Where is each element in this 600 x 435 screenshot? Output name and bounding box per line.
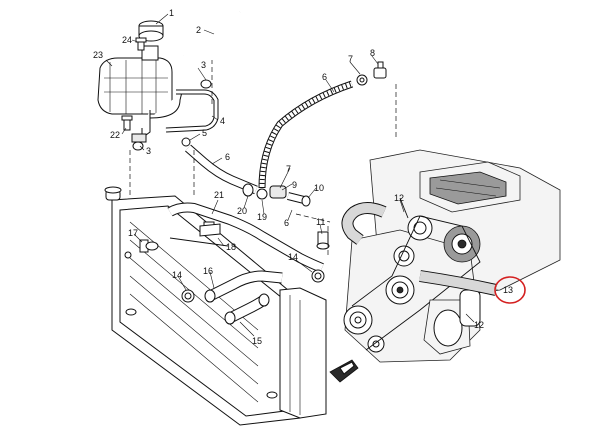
bracket-18 bbox=[169, 237, 229, 247]
callout-6-upper: 6 bbox=[322, 72, 327, 82]
surge-tank-outlet-hose bbox=[165, 89, 219, 133]
callout-22: 22 bbox=[110, 130, 120, 140]
callout-labels: 1 24 23 2 3 4 22 5 3 6 6 7 8 21 20 19 7 … bbox=[93, 8, 484, 346]
mounting-bolt-24 bbox=[135, 37, 147, 51]
callout-14-right: 14 bbox=[288, 252, 298, 262]
callout-23: 23 bbox=[93, 50, 103, 60]
callout-13-highlighted: 13 bbox=[494, 276, 526, 304]
lower-radiator-hose-15 bbox=[224, 293, 270, 325]
hose-clamp-14-left bbox=[181, 289, 195, 303]
callout-17: 17 bbox=[128, 228, 138, 238]
callout-1: 1 bbox=[169, 8, 174, 18]
callout-20: 20 bbox=[237, 206, 247, 216]
upper-radiator-hose bbox=[167, 202, 324, 273]
highlight-circle bbox=[494, 276, 526, 304]
front-direction-arrow bbox=[329, 359, 359, 383]
hose-clamp-20 bbox=[242, 183, 254, 197]
callout-2: 2 bbox=[196, 25, 201, 35]
callout-14-left: 14 bbox=[172, 270, 182, 280]
hose-clamp-3-lower bbox=[132, 141, 144, 151]
mounting-bolt-22 bbox=[121, 115, 133, 131]
drain-fitting-17 bbox=[139, 239, 159, 253]
callout-16: 16 bbox=[203, 266, 213, 276]
callout-12-lower: 12 bbox=[474, 320, 484, 330]
callout-4: 4 bbox=[220, 116, 225, 126]
hose-fitting-11 bbox=[316, 231, 330, 250]
callout-24: 24 bbox=[122, 35, 132, 45]
callout-6-short: 6 bbox=[284, 218, 289, 228]
heater-hose-corrugated bbox=[258, 80, 354, 189]
hose-fitting-7 bbox=[356, 74, 368, 86]
reference-lines bbox=[129, 60, 397, 258]
engine-assembly bbox=[343, 149, 561, 363]
leader-lines bbox=[105, 13, 498, 337]
callout-3-lower: 3 bbox=[146, 146, 151, 156]
radiator bbox=[104, 186, 327, 426]
callout-13: 13 bbox=[503, 285, 513, 295]
bleeder-valve-8 bbox=[373, 61, 387, 79]
radiator-hose-engine-13 bbox=[419, 270, 498, 296]
callout-5: 5 bbox=[202, 128, 207, 138]
callout-15: 15 bbox=[252, 336, 262, 346]
callout-8: 8 bbox=[370, 48, 375, 58]
callout-11: 11 bbox=[316, 217, 325, 227]
callout-7-b: 7 bbox=[286, 164, 291, 174]
lower-radiator-hose-16 bbox=[204, 270, 283, 303]
callout-6-middle: 6 bbox=[225, 152, 230, 162]
overflow-hose bbox=[181, 11, 243, 57]
hose-clamp-3-upper bbox=[200, 79, 212, 89]
radiator-hose-upper-engine-12 bbox=[341, 197, 409, 245]
heater-hose-lower bbox=[185, 144, 258, 195]
callout-9: 9 bbox=[292, 180, 297, 190]
callout-19: 19 bbox=[257, 212, 267, 222]
hose-coupler-9 bbox=[269, 185, 287, 199]
hose-clamp-5 bbox=[181, 137, 191, 147]
callout-12-upper: 12 bbox=[394, 193, 404, 203]
hose-clamp-19 bbox=[256, 188, 268, 200]
callout-18: 18 bbox=[226, 242, 236, 252]
hose-clamp-14-right bbox=[311, 269, 325, 283]
callout-3-upper: 3 bbox=[201, 60, 206, 70]
callout-7: 7 bbox=[348, 54, 353, 64]
callout-21: 21 bbox=[214, 190, 224, 200]
heater-hose-short bbox=[287, 192, 311, 207]
coolant-surge-tank bbox=[97, 45, 183, 143]
callout-10: 10 bbox=[314, 183, 324, 193]
